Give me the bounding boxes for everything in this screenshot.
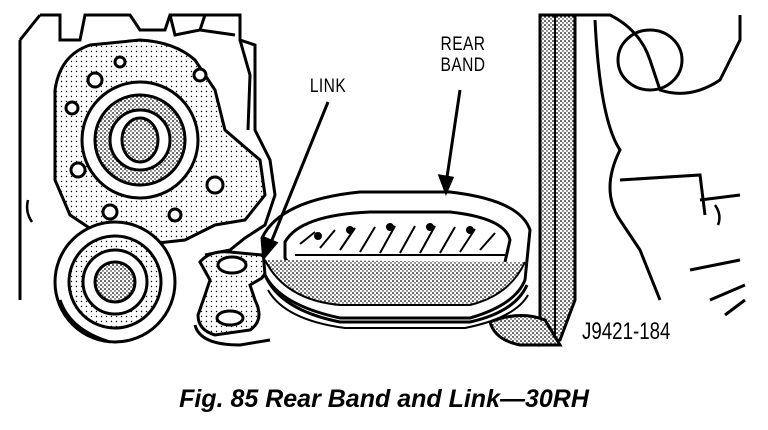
rear-band-label-line2: BAND [440,55,486,76]
figure-code-label: J9421-184 [582,318,671,345]
link-part [193,250,271,347]
output-housing [53,220,177,344]
case-right-housing [575,13,746,317]
transmission-case [18,13,277,300]
drum-splines [295,223,505,256]
leader-lines [262,89,462,260]
figure-caption: Fig. 85 Rear Band and Link—30RH [179,385,589,413]
rear-band-label-line1: REAR [440,34,486,55]
link-label: LINK [309,76,347,97]
case-wall-right [488,13,577,347]
rear-band-label: REAR BAND [426,34,500,76]
rear-band [260,190,532,329]
pump-flange [53,38,267,247]
